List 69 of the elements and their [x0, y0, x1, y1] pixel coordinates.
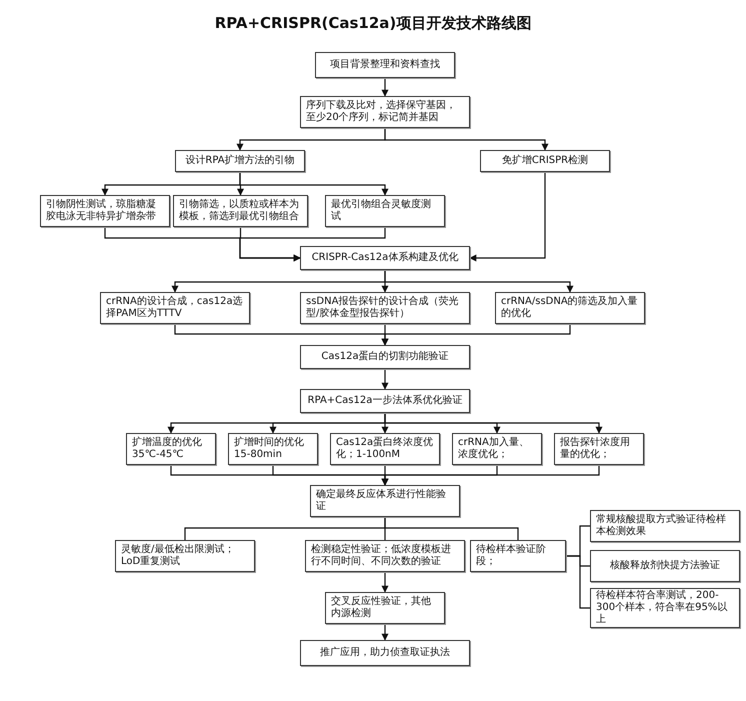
box-text: RPA+Cas12a一步法体系优化验证 — [308, 395, 462, 407]
process-box — [175, 150, 305, 172]
box-text: 引物筛选，以质粒或样本为模板，筛选到最优引物组合 — [179, 199, 300, 223]
process-box — [173, 195, 308, 227]
process-box — [590, 510, 740, 542]
box-text: 报告探针浓度用量的优化； — [560, 437, 631, 461]
connector-line — [566, 555, 590, 609]
process-box — [228, 433, 318, 465]
box-text: 交叉反应性验证，其他内源检测 — [331, 596, 432, 620]
box-text: ssDNA报告探针的设计合成（荧光型/胶体金型报告探针） — [306, 296, 460, 320]
arrow — [382, 624, 388, 641]
process-box — [126, 433, 216, 465]
arrow — [384, 270, 574, 293]
box-text: Cas12a蛋白的切割功能验证 — [321, 351, 449, 363]
arrow — [382, 465, 600, 486]
process-box — [300, 345, 470, 369]
process-box — [325, 195, 445, 227]
box-text: 待检样本验证阶段； — [476, 544, 547, 568]
process-box — [100, 292, 250, 324]
process-box — [305, 540, 465, 572]
process-box — [300, 246, 470, 270]
process-box — [300, 96, 470, 128]
box-text: 项目背景整理和资料查找 — [330, 59, 440, 71]
process-box — [40, 195, 170, 227]
box-text: 序列下载及比对，选择保守基因，至少20个序列，标记简并基因 — [306, 100, 457, 124]
arrow — [382, 369, 388, 390]
box-text: 核酸释放剂快提方法验证 — [610, 560, 720, 572]
box-text: 灵敏度/最低检出限测试；LoD重复测试 — [121, 544, 236, 568]
process-box — [310, 485, 460, 517]
arrow — [469, 172, 546, 262]
arrow — [239, 227, 386, 262]
box-text: 扩增时间的优化 15-80min — [234, 437, 305, 461]
box-text: 待检样本符合率测试，200-300个样本，符合率在95%以上 — [596, 590, 728, 626]
process-box — [300, 389, 470, 413]
process-box — [300, 292, 470, 324]
arrow — [382, 324, 571, 346]
diagram-title: RPA+CRISPR(Cas12a)项目开发技术路线图 — [214, 14, 532, 33]
process-box — [554, 433, 644, 465]
box-text: crRNA/ssDNA的筛选及加入量的优化 — [501, 296, 639, 320]
process-box — [315, 52, 455, 78]
process-box — [590, 550, 740, 582]
box-text: 引物阴性测试，琼脂糖凝胶电泳无非特异扩增杂带 — [46, 199, 157, 223]
box-text: 最优引物组合灵敏度测试 — [331, 199, 432, 223]
box-text: 推广应用，助力侦查取证执法 — [320, 647, 450, 659]
box-text: 确定最终反应体系进行性能验证 — [316, 489, 447, 513]
process-box — [495, 292, 645, 324]
box-text: 设计RPA扩增方法的引物 — [185, 155, 295, 167]
arrow — [239, 172, 388, 196]
box-text: CRISPR-Cas12a体系构建及优化 — [312, 252, 458, 264]
box-text: crRNA加入量、浓度优化； — [458, 437, 530, 461]
box-text: 扩增温度的优化 35℃-45℃ — [132, 437, 203, 461]
process-box — [452, 433, 542, 465]
arrow — [384, 128, 548, 151]
process-box — [330, 433, 440, 465]
process-box — [470, 540, 566, 572]
box-text: 免扩增CRISPR检测 — [502, 155, 588, 167]
box-text: 常规核酸提取方式验证待检样本检测效果 — [596, 514, 727, 538]
box-text: crRNA的设计合成，cas12a选择PAM区为TTTV — [106, 296, 244, 320]
process-box — [480, 150, 610, 172]
box-text: 检测稳定性验证；低浓度模板进行不同时间、不同次数的验证 — [311, 544, 452, 568]
arrow — [382, 572, 388, 593]
arrow — [384, 413, 602, 434]
connector-line — [384, 517, 519, 540]
process-box — [115, 540, 255, 572]
arrow — [382, 78, 388, 97]
box-text: Cas12a蛋白终浓度优化；1-100nM — [336, 437, 434, 461]
process-box — [325, 592, 445, 624]
process-box — [300, 640, 470, 666]
process-box — [590, 588, 740, 628]
